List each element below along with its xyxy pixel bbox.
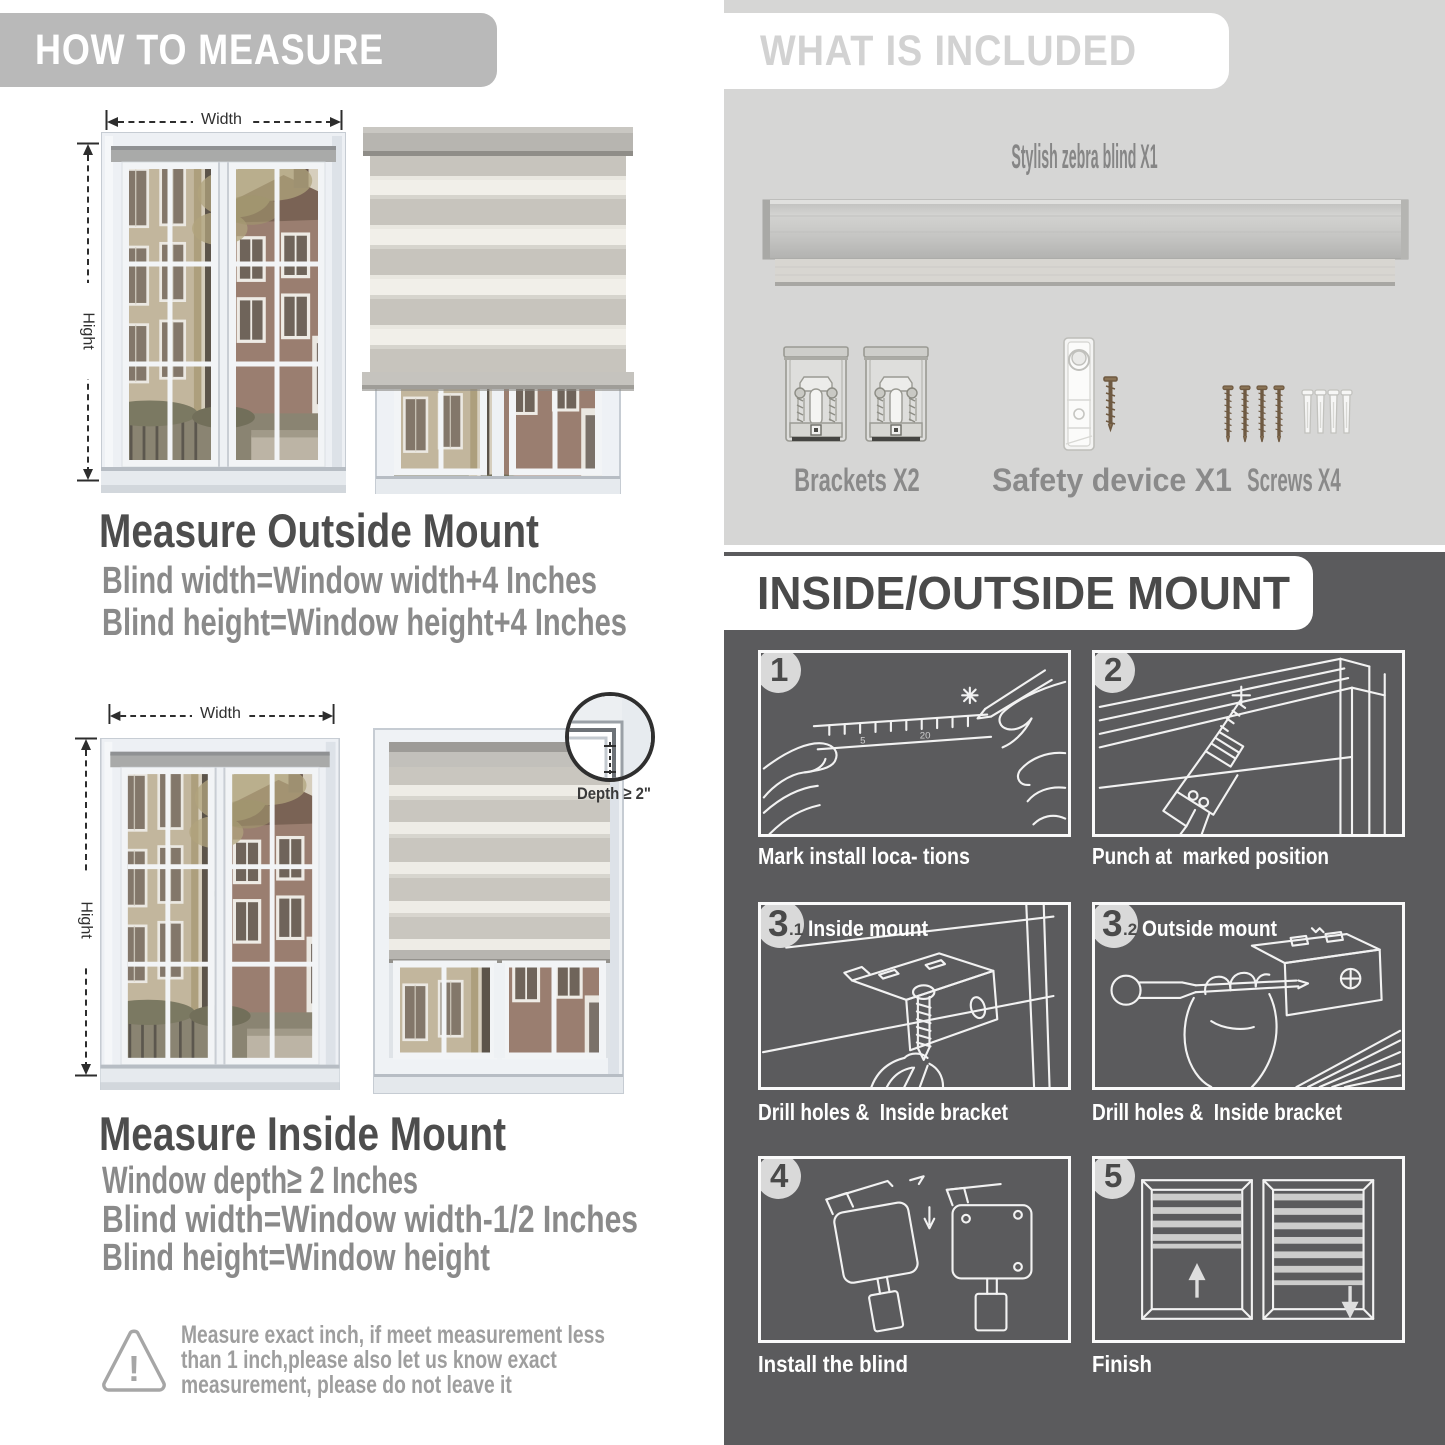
window-photo-outside: [101, 132, 346, 493]
how-to-measure-title: HOW TO MEASURE: [35, 26, 384, 74]
inside-mount-title: Measure Inside Mount: [99, 1107, 506, 1160]
step-3-1-illustration: [761, 905, 1055, 1087]
svg-text:!: !: [128, 1348, 140, 1389]
step-4-caption: Install the blind: [758, 1351, 908, 1377]
step-1-badge: 1: [761, 651, 801, 693]
step-1-panel: 5 20 1: [758, 650, 1071, 837]
step-badge-subnumber: .2: [1123, 920, 1138, 939]
screws-label: Screws X4: [1247, 462, 1341, 498]
step-3-2-title: Outside mount: [1142, 916, 1277, 941]
inside-rule-width: Blind width=Window width-1/2 Inches: [102, 1199, 638, 1241]
screws-image: [1222, 384, 1353, 444]
height-label-outside: Hight: [75, 283, 101, 379]
how-to-measure-banner: HOW TO MEASURE: [0, 13, 497, 87]
step-badge-number: 1: [770, 651, 789, 688]
step-2-badge: 2: [1095, 651, 1135, 693]
outside-rule-width: Blind width=Window width+4 Inches: [102, 560, 597, 602]
brackets-label: Brackets X2: [794, 462, 920, 498]
height-label-inside-text: Hight: [78, 901, 96, 939]
warning-icon: !: [102, 1329, 166, 1392]
step-2-caption: Punch at marked position: [1092, 843, 1329, 869]
step-badge-number: 4: [770, 1157, 789, 1194]
step-badge-number: 3: [768, 903, 789, 944]
safety-device-label: Safety device X1: [992, 462, 1232, 498]
step-1-caption: Mark install loca- tions: [758, 843, 970, 869]
step-5-caption: Finish: [1092, 1351, 1152, 1377]
outside-rule-height: Blind height=Window height+4 Inches: [102, 602, 627, 644]
step-3-1-panel: 3.1 Inside mount: [758, 902, 1071, 1090]
step-badge-subnumber: .1: [789, 920, 804, 939]
depth-requirement-label: Depth ≥ 2": [577, 784, 651, 803]
step-3-2-illustration: [1110, 927, 1402, 1087]
safety-device-image: [1063, 337, 1118, 451]
step-5-panel: 5: [1092, 1156, 1405, 1343]
step-3-1-badge: 3.1: [761, 903, 804, 948]
what-is-included-banner: WHAT IS INCLUDED: [724, 13, 1229, 89]
inside-rule-depth: Window depth≥ 2 Inches: [102, 1160, 418, 1202]
blind-item-label: Stylish zebra blind X1: [1011, 138, 1158, 176]
inside-rule-height: Blind height=Window height: [102, 1237, 490, 1279]
inside-outside-mount-title: INSIDE/OUTSIDE MOUNT: [757, 567, 1290, 619]
step-badge-number: 5: [1104, 1157, 1123, 1194]
step-3-2-panel: 3.2 Outside mount: [1092, 902, 1405, 1090]
height-label-outside-text: Hight: [80, 312, 98, 350]
svg-text:20: 20: [920, 731, 931, 742]
step-3-1-caption: Drill holes & Inside bracket: [758, 1099, 1008, 1125]
width-label-inside: Width: [192, 705, 249, 723]
step-5-illustration: [1141, 1179, 1375, 1320]
blind-rail-image: [762, 199, 1409, 286]
step-3-1-title: Inside mount: [808, 916, 928, 941]
outside-mount-title: Measure Outside Mount: [99, 504, 539, 557]
step-2-illustration: [1098, 657, 1386, 834]
width-label-outside: Width: [193, 111, 250, 129]
brackets-image: [783, 346, 929, 442]
mount-section: [724, 552, 1445, 1445]
zebra-blind-inside-mount: [373, 692, 655, 1094]
svg-text:5: 5: [860, 736, 865, 747]
step-badge-number: 2: [1104, 651, 1123, 688]
height-label-inside: Hight: [73, 872, 99, 968]
step-3-2-badge: 3.2: [1095, 903, 1138, 948]
step-5-badge: 5: [1095, 1157, 1135, 1199]
step-4-badge: 4: [761, 1157, 801, 1199]
zebra-blind-outside-mount: [362, 127, 634, 494]
step-3-2-caption: Drill holes & Inside bracket: [1092, 1099, 1342, 1125]
step-1-illustration: 5 20: [762, 669, 1067, 834]
inside-outside-mount-banner: INSIDE/OUTSIDE MOUNT: [724, 556, 1313, 630]
what-is-included-title: WHAT IS INCLUDED: [760, 27, 1137, 75]
step-4-illustration: [825, 1175, 1033, 1333]
step-2-panel: 2: [1092, 650, 1405, 837]
step-badge-number: 3: [1102, 903, 1123, 944]
window-photo-inside: [100, 738, 340, 1090]
step-4-panel: 4: [758, 1156, 1071, 1343]
warning-text: Measure exact inch, if meet measurement …: [181, 1321, 605, 1399]
